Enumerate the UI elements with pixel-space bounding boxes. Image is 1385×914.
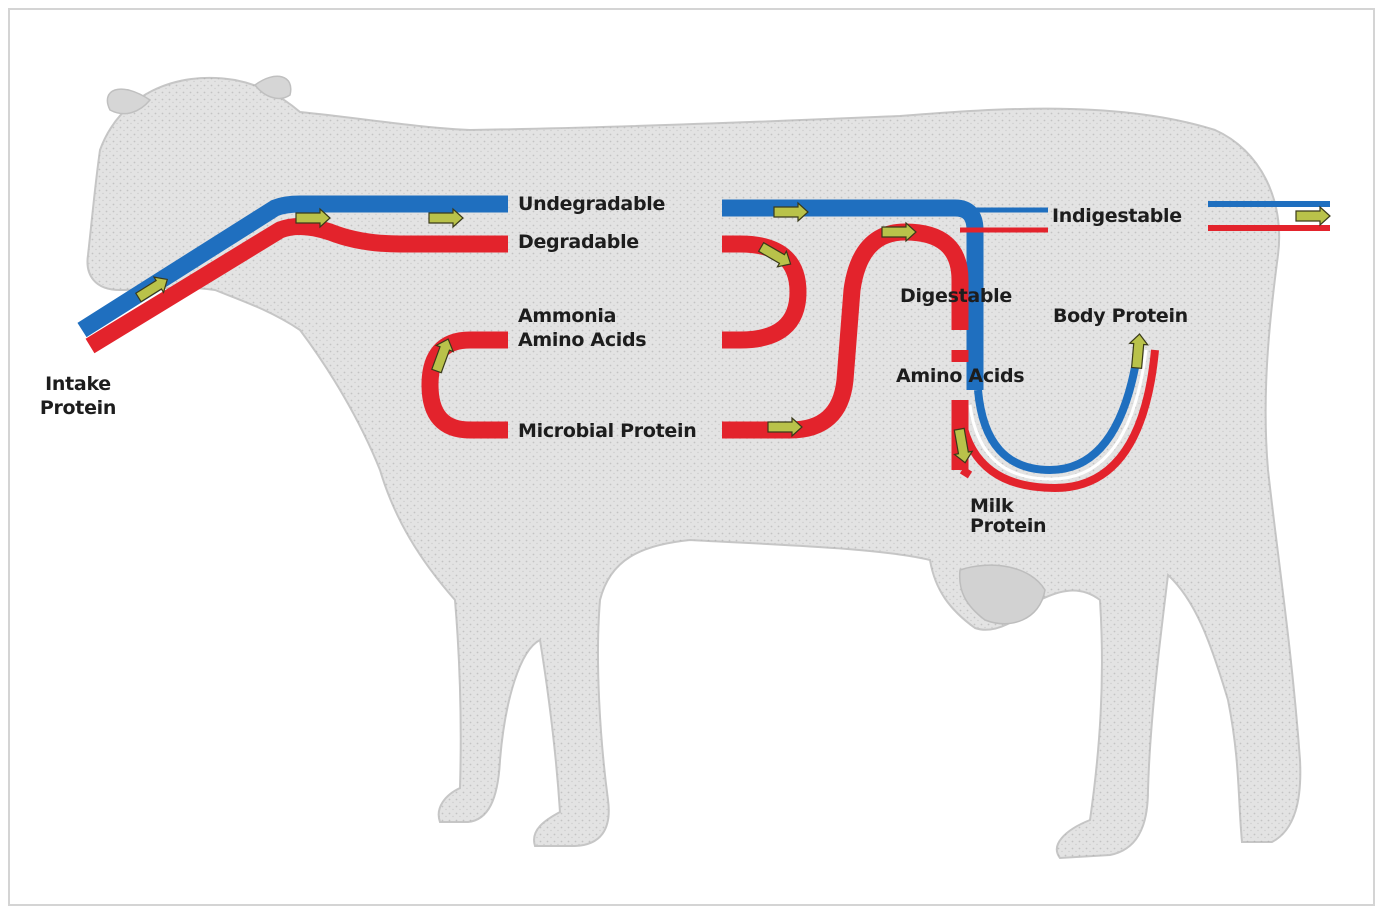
label-undegradable: Undegradable <box>518 193 665 215</box>
label-indigestable: Indigestable <box>1052 205 1182 227</box>
label-digestable: Digestable <box>900 285 1012 307</box>
label-milk-line1: Milk <box>970 495 1014 517</box>
label-microbial-protein: Microbial Protein <box>518 420 696 442</box>
cow-illustration <box>87 76 1300 858</box>
arrow-icon <box>1296 207 1330 225</box>
label-ammonia-line2: Amino Acids <box>518 329 646 351</box>
cow-speckle-texture <box>87 78 1300 858</box>
label-degradable: Degradable <box>518 231 639 253</box>
label-amino-acids: Amino Acids <box>896 365 1024 387</box>
label-intake-line2: Protein <box>40 397 116 419</box>
label-ammonia-line1: Ammonia <box>518 305 616 327</box>
label-milk-line2: Protein <box>970 515 1046 537</box>
label-intake-line1: Intake <box>45 373 111 395</box>
milk-protein-flow <box>962 470 970 475</box>
label-body-protein: Body Protein <box>1053 305 1188 327</box>
